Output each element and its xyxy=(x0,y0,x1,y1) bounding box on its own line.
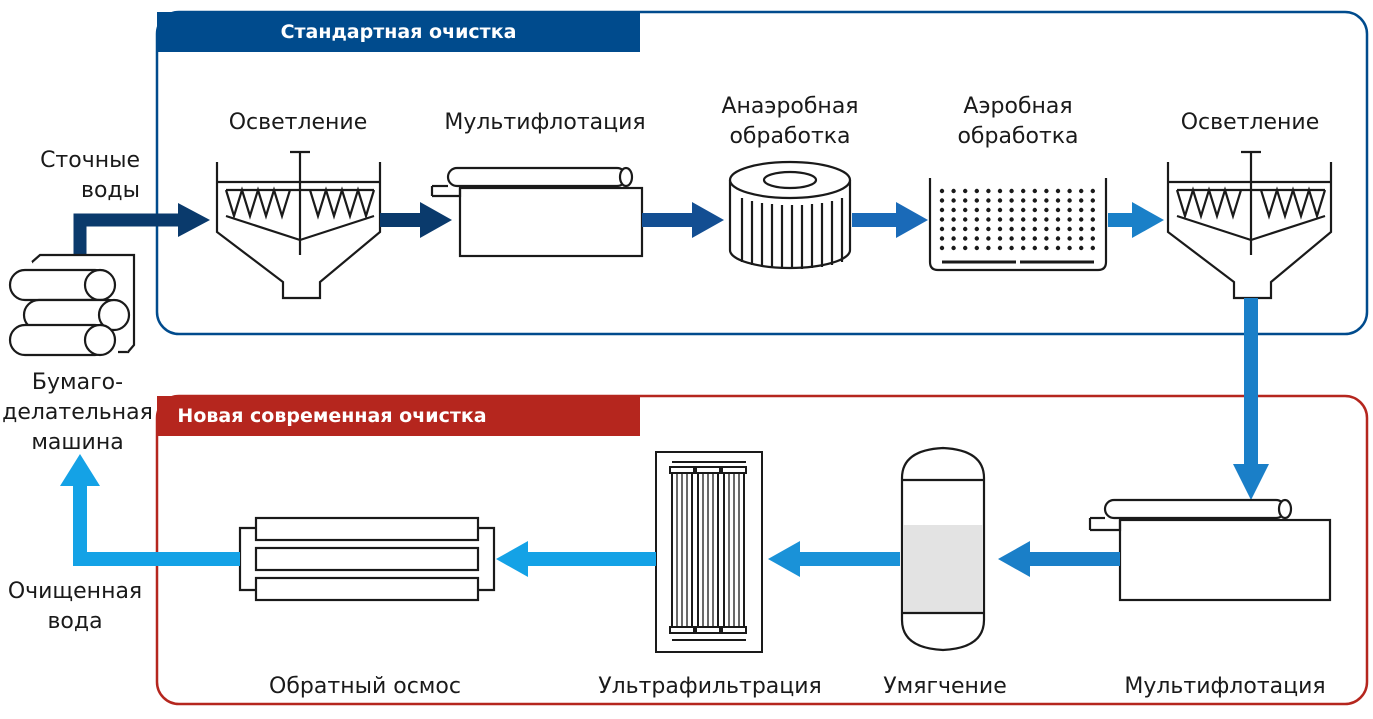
step-label-line: Осветление xyxy=(228,110,368,135)
ultrafiltration-module-icon xyxy=(655,451,763,653)
standard-section-tab xyxy=(157,12,640,52)
modern-section-tab xyxy=(157,396,640,436)
wastewater-flow-arrow xyxy=(73,203,210,262)
clean-water-label-line1: Очищенная xyxy=(7,579,143,604)
clean-water-flow-arrow xyxy=(60,454,240,566)
step-label-line: обработка xyxy=(957,124,1079,149)
standard-section-frame xyxy=(155,10,1369,336)
step-label-clarification-2: Осветление xyxy=(1160,108,1340,138)
step-label-reverse-osmosis: Обратный осмос xyxy=(269,674,461,699)
clarifier-icon xyxy=(1166,150,1333,300)
clarifier-icon xyxy=(215,150,382,300)
step-label-ultrafiltration: Ультрафильтрация xyxy=(598,674,822,699)
step-label-line: Аэробная xyxy=(963,94,1073,119)
clean-water-label-line2: вода xyxy=(47,609,103,634)
modern-section-title: Новая современная очистка xyxy=(177,405,487,427)
flotation-tank-icon xyxy=(1088,498,1332,602)
step-label-line: Осветление xyxy=(1180,110,1320,135)
standard-section-title: Стандартная очистка xyxy=(280,21,517,43)
modern-section-frame xyxy=(155,394,1369,706)
aeration-bubbles xyxy=(939,188,1096,251)
step-label-multiflotation-2: Мультифлотация xyxy=(1124,674,1326,699)
flow-arrow-7 xyxy=(496,541,656,577)
transfer-flow-arrow xyxy=(1233,298,1269,500)
paper-machine-label-line1: Бумаго- xyxy=(31,370,124,395)
softener-vessel-icon xyxy=(900,446,986,652)
clean-water-label: Очищенная вода xyxy=(0,577,150,637)
paper-machine-label-line3: машина xyxy=(31,430,124,455)
aeration-basin-icon xyxy=(928,178,1108,272)
step-label-aerobic: Аэробная обработка xyxy=(928,92,1108,152)
flow-arrow-2 xyxy=(642,202,724,238)
paper-machine-label: Бумаго- делательная машина xyxy=(0,368,155,458)
step-label-multiflotation-1: Мультифлотация xyxy=(430,108,660,138)
step-label-line: Мультифлотация xyxy=(444,110,646,135)
flow-arrow-3 xyxy=(852,202,928,238)
paper-machine-label-line2: делательная xyxy=(2,400,153,425)
flow-arrow-5 xyxy=(998,541,1120,577)
flow-arrow-1 xyxy=(380,202,452,238)
step-label-clarification-1: Осветление xyxy=(208,108,388,138)
paper-machine-icon xyxy=(8,253,136,357)
step-label-line: Анаэробная xyxy=(721,94,859,119)
reverse-osmosis-icon xyxy=(238,516,496,602)
flow-arrow-6 xyxy=(768,541,900,577)
wastewater-label-line1: Сточные xyxy=(40,148,140,173)
flotation-tank-icon xyxy=(430,166,644,258)
step-label-line: обработка xyxy=(729,124,851,149)
step-label-anaerobic: Анаэробная обработка xyxy=(700,92,880,152)
anaerobic-reactor-icon xyxy=(728,160,852,270)
step-label-softening: Умягчение xyxy=(883,674,1007,699)
wastewater-label-line2: воды xyxy=(80,178,140,203)
wastewater-label: Сточные воды xyxy=(20,146,140,206)
flow-arrow-4 xyxy=(1108,202,1164,238)
